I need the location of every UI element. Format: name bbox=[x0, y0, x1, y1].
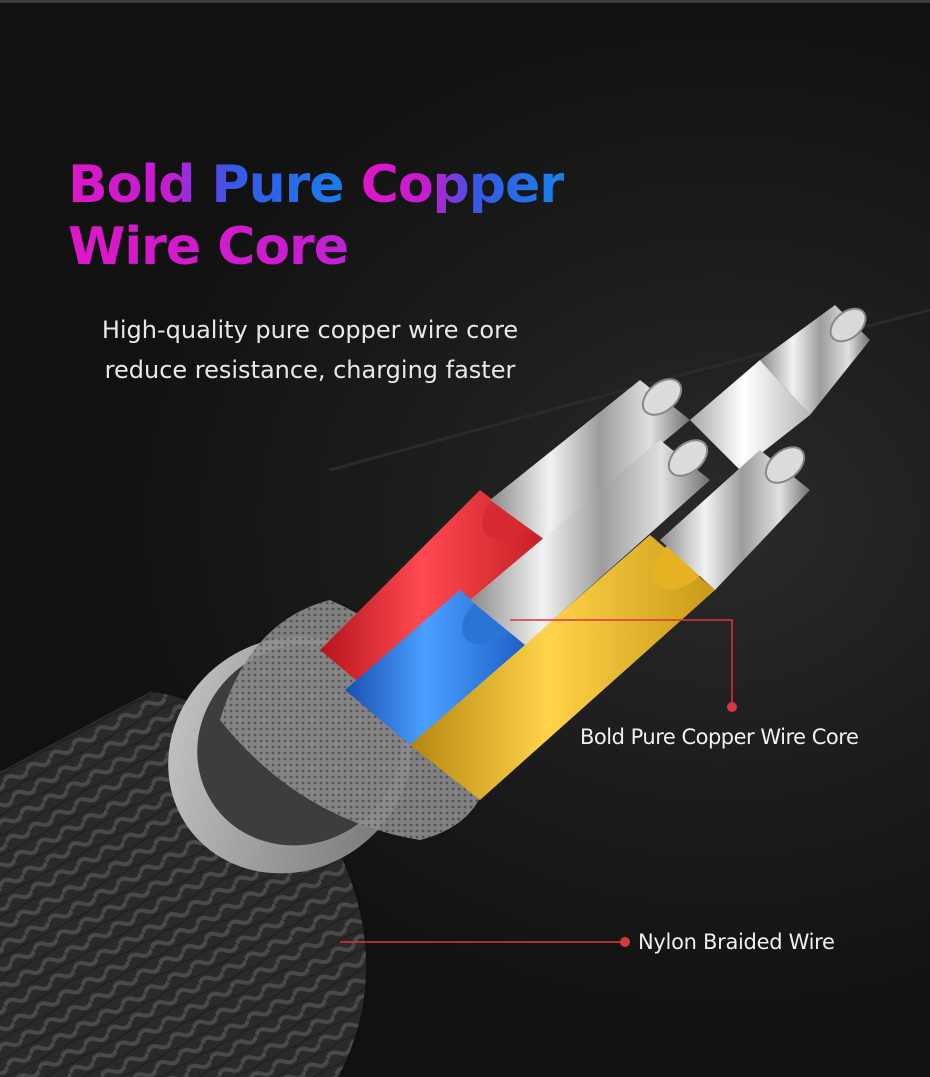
red-wire bbox=[320, 378, 690, 700]
headline-line-1: Bold Pure Copper bbox=[68, 154, 565, 216]
callout-core-label: Bold Pure Copper Wire Core bbox=[580, 725, 859, 749]
blue-wire bbox=[345, 439, 710, 745]
subtitle-line-2: reduce resistance, charging faster bbox=[104, 356, 516, 384]
subtitle-line-1: High-quality pure copper wire core bbox=[101, 316, 519, 344]
callout-core-line bbox=[510, 619, 737, 712]
subtitle: High-quality pure copper wire core reduc… bbox=[40, 310, 580, 390]
headline-text-1a: Bold Pure bbox=[68, 155, 361, 215]
top-border bbox=[0, 0, 930, 3]
headline-text-1b: Copper bbox=[360, 155, 565, 215]
yellow-wire bbox=[410, 446, 810, 800]
headline: Bold Pure Copper Wire Core bbox=[68, 154, 565, 278]
callout-nylon-line bbox=[340, 937, 630, 947]
callout-nylon-label: Nylon Braided Wire bbox=[638, 930, 835, 954]
white-wire bbox=[690, 305, 870, 470]
headline-line-2: Wire Core bbox=[68, 216, 564, 278]
